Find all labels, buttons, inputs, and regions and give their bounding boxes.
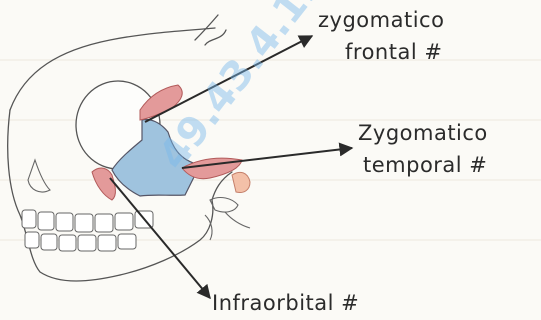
temporal-fracture-region: [232, 172, 250, 192]
label-zygomaticotemporal-line1: Zygomatico: [358, 123, 488, 144]
arrow-zygomaticotemporal: [182, 148, 352, 168]
infraorbital-fracture-region: [92, 168, 115, 200]
arrow-zygomaticofrontal: [145, 36, 312, 122]
label-zygomaticofrontal-line1: zygomatico: [318, 10, 444, 31]
suture-lines: [195, 15, 226, 45]
label-zygomaticotemporal-line2: temporal #: [363, 155, 487, 176]
nasal-cavity: [28, 160, 50, 192]
teeth: [22, 210, 153, 251]
background-lines: [0, 60, 541, 240]
label-zygomaticofrontal-line2: frontal #: [345, 42, 442, 63]
label-infraorbital: Infraorbital #: [212, 293, 359, 314]
